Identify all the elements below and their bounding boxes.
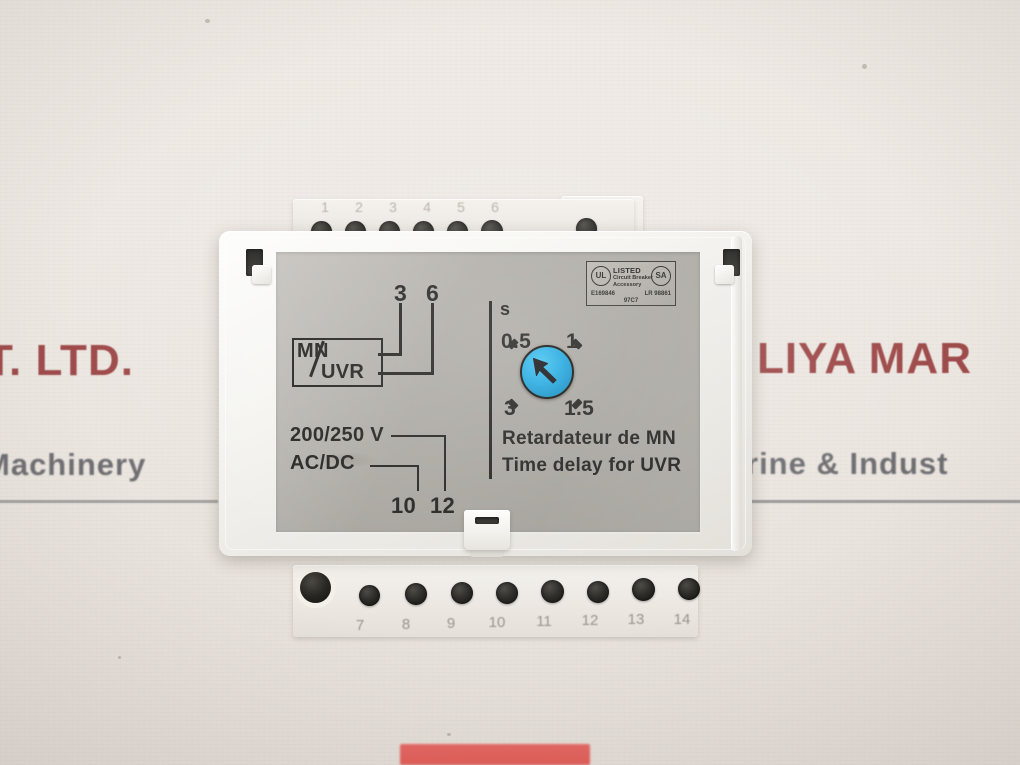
ul-description-text: Circuit Breaker Accessory [613, 275, 657, 289]
ul-listed-text: LISTED [613, 266, 641, 275]
dial-value-upper-left: 0.5 [501, 330, 531, 354]
terminal-number-bottom: 13 [624, 611, 648, 628]
mounting-hole [300, 572, 331, 603]
din-rail-clip-right[interactable] [705, 249, 745, 293]
terminal-hole[interactable] [632, 578, 655, 601]
background-sign-right-red: LIYA MAR [757, 334, 972, 384]
wire-to-terminal-3 [378, 353, 402, 356]
terminal-number-top: 2 [348, 199, 370, 215]
csa-logo-icon: SA [651, 266, 671, 286]
terminal-number-bottom: 10 [485, 614, 509, 631]
wire-to-terminal-12 [444, 435, 447, 491]
background-sign-left-red: T. LTD. [0, 336, 134, 386]
terminal-number-bottom: 8 [395, 616, 417, 633]
terminal-number-top: 1 [314, 199, 336, 215]
time-delay-dial[interactable] [520, 345, 574, 399]
terminal-hole[interactable] [451, 582, 473, 604]
din-rail-clip-left[interactable] [241, 249, 281, 293]
dial-value-lower-right: 1.5 [564, 397, 594, 421]
wall-speck [447, 733, 451, 736]
red-object-bottom [400, 744, 590, 765]
wall-speck [862, 64, 867, 69]
wire-to-terminal-12 [391, 435, 446, 438]
ul-logo-icon: UL [591, 266, 611, 286]
supply-type-label: AC/DC [290, 452, 355, 475]
dial-value-upper-right: 1 [566, 330, 578, 354]
terminal-hole[interactable] [541, 580, 564, 603]
seconds-unit-label: s [500, 299, 510, 320]
terminal-number-top: 5 [450, 199, 472, 215]
background-sign-rule-right [742, 500, 1020, 503]
terminal-hole[interactable] [587, 581, 609, 603]
dial-knob[interactable] [520, 345, 574, 399]
wall-speck [118, 656, 121, 659]
terminal-strip-bottom [293, 565, 700, 637]
coil-label-uvr: UVR [321, 361, 364, 384]
terminal-number-bottom: 9 [440, 615, 462, 632]
terminal-number-top: 3 [382, 199, 404, 215]
terminal-number-top: 6 [484, 199, 506, 215]
wire-to-terminal-3 [399, 303, 402, 356]
dial-pointer-arrow [532, 357, 557, 384]
terminal-hole[interactable] [405, 583, 427, 605]
latch-stem [470, 548, 504, 557]
diagram-terminal-12: 12 [430, 493, 455, 519]
terminal-hole[interactable] [678, 578, 700, 600]
terminal-hole[interactable] [496, 582, 518, 604]
ul-file-number: E169846 [591, 291, 615, 297]
dial-value-lower-left: 3 [504, 397, 516, 421]
terminal-number-bottom: 14 [670, 611, 694, 628]
diagram-terminal-10: 10 [391, 493, 416, 519]
mounting-latch[interactable] [464, 510, 510, 550]
clip-tab [252, 265, 271, 284]
wall-speck [205, 19, 210, 23]
diagram-terminal-6: 6 [426, 280, 439, 307]
supply-voltage-label: 200/250 V [290, 424, 384, 447]
csa-file-number: LR 98861 [645, 291, 671, 297]
wire-to-terminal-10 [417, 465, 420, 491]
diagram-terminal-3: 3 [394, 280, 407, 307]
terminal-number-bottom: 12 [578, 612, 602, 629]
terminal-hole[interactable] [359, 585, 380, 606]
clip-tab [715, 265, 734, 284]
label-divider-line [489, 301, 492, 479]
terminal-number-bottom: 11 [532, 613, 556, 630]
background-sign-rule-left [0, 500, 218, 503]
latch-slot [475, 517, 499, 524]
terminal-number-top: 4 [416, 199, 438, 215]
wire-to-terminal-6 [431, 303, 434, 375]
device-side-rib [731, 236, 742, 551]
coil-symbol-box [292, 338, 383, 387]
wire-to-terminal-6 [378, 372, 434, 375]
terminal-number-bottom: 7 [349, 617, 371, 634]
description-french: Retardateur de MN [502, 428, 676, 450]
certification-label: UL SA LISTED Circuit Breaker Accessory E… [586, 261, 676, 306]
wire-to-terminal-10 [370, 465, 419, 468]
background-sign-right-gray: rine & Indust [746, 446, 948, 482]
description-english: Time delay for UVR [502, 455, 681, 477]
background-sign-left-gray: Machinery [0, 447, 146, 483]
cert-date-code: 97C7 [587, 298, 675, 304]
